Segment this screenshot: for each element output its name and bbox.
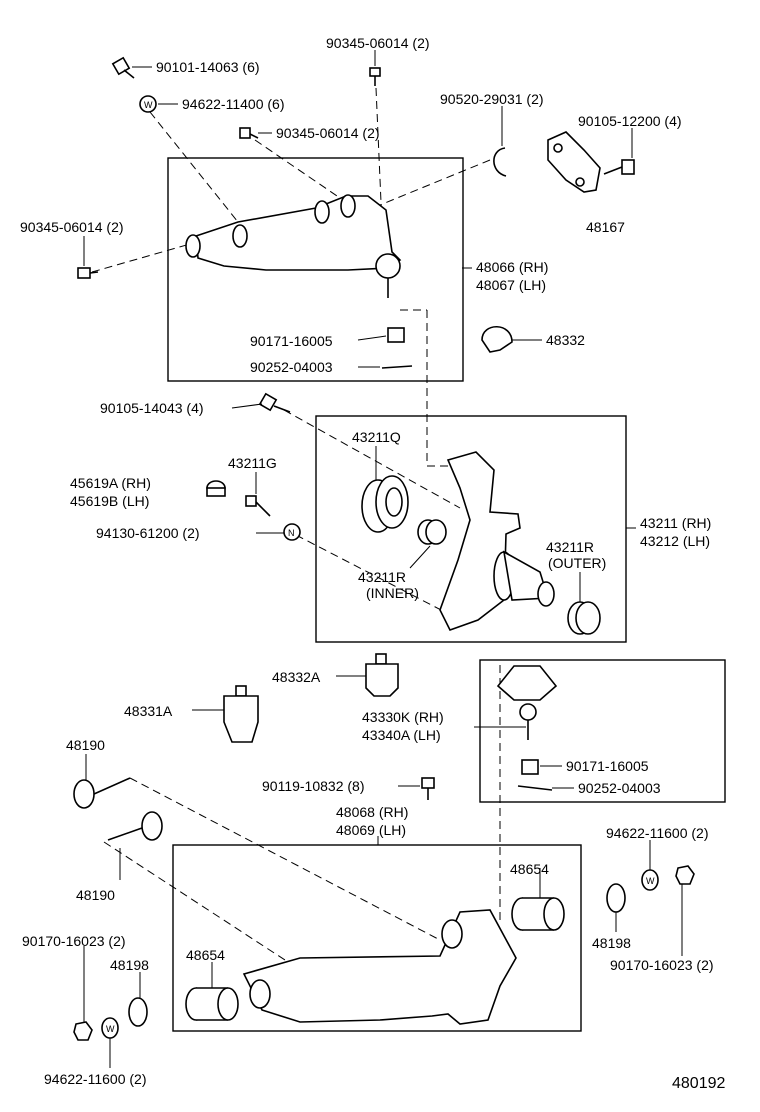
- svg-text:N: N: [288, 528, 295, 538]
- bushing-48654-right: [511, 897, 565, 931]
- label-45619A: 45619A (RH): [70, 475, 151, 491]
- label-48332: 48332: [546, 332, 585, 348]
- label-48067: 48067 (LH): [476, 277, 546, 293]
- plate-48198-left: [128, 997, 148, 1027]
- bolt-90119-10832: [421, 777, 435, 800]
- knuckle-frame: [315, 415, 627, 643]
- label-48332A: 48332A: [272, 669, 321, 685]
- washer-94622-11600-right: W: [641, 869, 659, 891]
- label-90105-12200: 90105-12200 (4): [578, 113, 682, 129]
- nut-90171-16005-top: [387, 327, 405, 343]
- label-48190-top: 48190: [66, 737, 105, 753]
- label-43330K: 43330K (RH): [362, 709, 444, 725]
- label-90170-16023-right: 90170-16023 (2): [610, 957, 714, 973]
- nut-90171-16005-bot: [521, 759, 539, 775]
- bearing-43211R-outer: [567, 601, 601, 635]
- bumper-48332A: [365, 653, 399, 697]
- label-94622-11400: 94622-11400 (6): [182, 96, 284, 112]
- bolt-43211G: [245, 495, 271, 517]
- bolt-90105-12200: [603, 159, 635, 175]
- bolt-90101-14063: [111, 56, 135, 79]
- label-45619B: 45619B (LH): [70, 493, 149, 509]
- cotter-pin-90252-04003-bot: [517, 785, 553, 791]
- label-48167: 48167: [586, 219, 625, 235]
- label-90345-06014-left: 90345-06014 (2): [20, 219, 124, 235]
- svg-text:W: W: [144, 100, 153, 110]
- part-labels: 90101-14063 (6) 90345-06014 (2) 94622-11…: [20, 35, 725, 1092]
- label-43211R-outer: 43211R: [546, 539, 594, 555]
- label-48066: 48066 (RH): [476, 259, 548, 275]
- label-90171-16005-top: 90171-16005: [250, 333, 333, 349]
- leader-lines: [83, 50, 683, 1068]
- ball-joint-43330K: [496, 665, 558, 740]
- ball-joint-frame: [479, 659, 726, 803]
- washer-94622-11400: W: [139, 95, 157, 113]
- label-48331A: 48331A: [124, 703, 173, 719]
- bolt-90105-14043: [258, 392, 291, 413]
- washer-94622-11600-bot: W: [101, 1017, 119, 1039]
- label-90119-10832: 90119-10832 (8): [262, 778, 364, 794]
- lower-arm-frame: [172, 844, 582, 1032]
- seal-43211Q: [361, 475, 409, 533]
- label-43212: 43212 (LH): [640, 533, 710, 549]
- label-94130-61200: 94130-61200 (2): [96, 525, 200, 541]
- label-43340A: 43340A (LH): [362, 727, 441, 743]
- washer-94130-61200: N: [283, 523, 301, 541]
- label-90345-06014-top: 90345-06014 (2): [326, 35, 430, 51]
- label-94622-11600-bot: 94622-11600 (2): [44, 1071, 146, 1087]
- label-48198-right: 48198: [592, 935, 631, 951]
- label-43211G: 43211G: [228, 455, 277, 471]
- bolt-90345-06014-top: [369, 67, 381, 86]
- label-48198-left: 48198: [110, 957, 149, 973]
- upper-arm-frame: [167, 157, 464, 382]
- bolt-90345-06014-left: [77, 267, 99, 279]
- label-90170-16023-left: 90170-16023 (2): [22, 933, 126, 949]
- label-90171-16005-bot: 90171-16005: [566, 758, 649, 774]
- label-43211: 43211 (RH): [640, 515, 711, 531]
- nut-90170-16023-right: [675, 865, 695, 885]
- lower-arm-48068: [242, 909, 517, 1025]
- svg-text:W: W: [106, 1024, 115, 1034]
- label-48069: 48069 (LH): [336, 822, 406, 838]
- label-48654-right: 48654: [510, 861, 549, 877]
- clip-90520-29031: [493, 147, 507, 177]
- label-43211R-inner: 43211R: [358, 569, 406, 585]
- bearing-43211R-inner: [417, 519, 447, 545]
- label-90101-14063: 90101-14063 (6): [156, 59, 260, 75]
- bushing-48654-left: [185, 987, 239, 1021]
- label-90105-14043: 90105-14043 (4): [100, 400, 204, 416]
- cam-bolt-48190-top: [73, 777, 131, 809]
- label-48190-bot: 48190: [76, 887, 115, 903]
- cotter-pin-90252-04003-top: [381, 365, 413, 369]
- diagram-id: 480192: [672, 1075, 725, 1092]
- label-90252-04003-top: 90252-04003: [250, 359, 333, 375]
- dust-cover-48332: [481, 326, 513, 353]
- assembly-lines: [91, 87, 501, 976]
- svg-text:W: W: [646, 876, 655, 886]
- cap-45619: [206, 480, 226, 497]
- label-90345-06014-mid: 90345-06014 (2): [276, 125, 380, 141]
- knuckle-43211: [439, 451, 555, 631]
- label-43211Q: 43211Q: [352, 429, 401, 445]
- label-90520-29031: 90520-29031 (2): [440, 91, 544, 107]
- label-48068: 48068 (RH): [336, 804, 408, 820]
- nut-90170-16023-left: [73, 1021, 93, 1041]
- bolt-90345-06014-mid: [239, 127, 259, 139]
- label-90252-04003-bot: 90252-04003: [578, 780, 661, 796]
- label-48654-left: 48654: [186, 947, 225, 963]
- label-43211R-inner-note: (INNER): [366, 585, 419, 601]
- cam-bolt-48190-bot: [107, 811, 163, 841]
- label-43211R-outer-note: (OUTER): [548, 555, 606, 571]
- plate-48198-right: [606, 883, 626, 913]
- bumper-48331A: [223, 685, 259, 743]
- upper-arm-48066: [185, 194, 402, 298]
- label-94622-11600-right: 94622-11600 (2): [606, 825, 708, 841]
- bracket-48167: [547, 131, 601, 193]
